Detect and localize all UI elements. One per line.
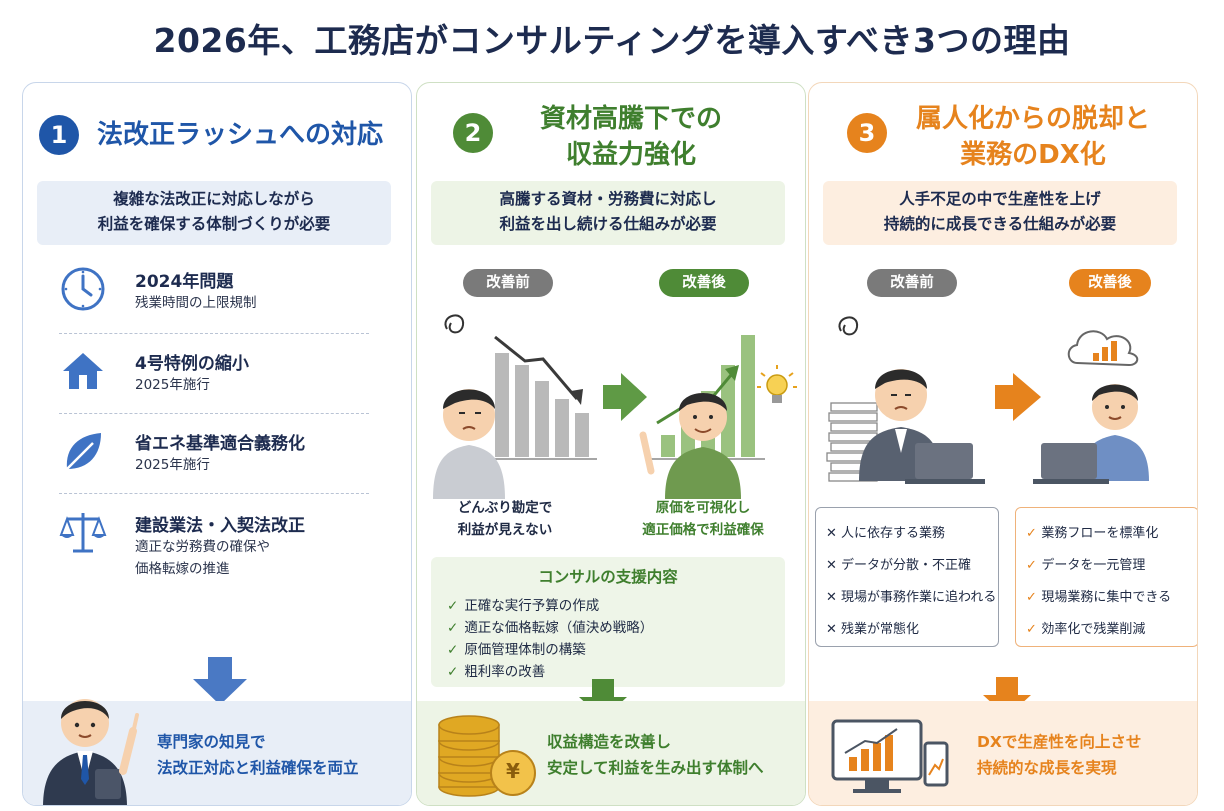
down-arrow-icon — [983, 677, 1031, 717]
list-item: ✕ 残業が常態化 — [826, 622, 920, 637]
before-after-illustration — [433, 314, 797, 499]
leaf-icon — [66, 433, 101, 470]
conclusion-text: DXで生産性を向上させ 持続的な成長を実現 — [977, 733, 1142, 777]
panel-conclusion: DXで生産性を向上させ 持続的な成長を実現 — [809, 701, 1197, 805]
after-list: ✓ 業務フローを標準化 ✓ データを一元管理 ✓ 現場業務に集中できる ✓ 効率… — [1015, 507, 1197, 647]
issue-title: 省エネ基準適合義務化 — [135, 434, 305, 454]
divider — [59, 413, 369, 414]
panel-header: 1 法改正ラッシュへの対応 — [23, 83, 411, 175]
focused-worker — [1033, 384, 1149, 484]
list-item: ✕ データが分散・不正確 — [826, 558, 972, 573]
list-item: ✓原価管理体制の構築 — [447, 642, 586, 658]
lightbulb-icon — [757, 365, 797, 403]
summary-box: 複雑な法改正に対応しながら 利益を確保する体制づくりが必要 — [37, 181, 391, 245]
support-list: ✓正確な実行予算の作成 ✓適正な価格転嫁（値決め戦略） ✓原価管理体制の構築 ✓… — [447, 595, 653, 683]
cross-icon: ✕ — [826, 622, 842, 637]
panel-dx: 3 属人化からの脱却と 業務のDX化 人手不足の中で生産性を上げ 持続的に成長で… — [808, 82, 1198, 806]
number-badge: 2 — [453, 113, 493, 153]
right-arrow-icon — [603, 373, 647, 421]
issue-title: 4号特例の縮小 — [135, 354, 249, 374]
check-icon: ✓ — [1026, 526, 1042, 541]
panel-header: 3 属人化からの脱却と 業務のDX化 — [809, 83, 1197, 175]
before-caption: どんぶり勘定で 利益が見えない — [457, 500, 553, 538]
after-label: 改善後 — [1069, 269, 1151, 297]
number-badge: 3 — [847, 113, 887, 153]
list-item: ✓ 業務フローを標準化 — [1026, 526, 1159, 541]
down-arrow-icon — [193, 657, 247, 705]
issue-item: 4号特例の縮小 2025年施行 — [59, 341, 369, 419]
declining-chart — [483, 335, 597, 460]
panel-title: 資材高騰下での 収益力強化 — [539, 104, 722, 170]
panel-title: 属人化からの脱却と 業務のDX化 — [915, 104, 1150, 170]
list-item: ✕ 現場が事務作業に追われる — [826, 590, 997, 605]
panel-conclusion: ¥ 収益構造を改善し 安定して利益を生み出す体制へ — [417, 701, 805, 805]
list-item: ✓適正な価格転嫁（値決め戦略） — [447, 620, 654, 636]
check-icon: ✓ — [447, 598, 459, 614]
before-after-illustration — [826, 316, 1149, 484]
list-item: ✓ データを一元管理 — [1026, 558, 1146, 573]
check-icon: ✓ — [1026, 622, 1042, 637]
issue-item: 建設業法・入契法改正 適正な労務費の確保や 価格転嫁の推進 — [59, 503, 369, 593]
list-item: ✓ 現場業務に集中できる — [1026, 590, 1172, 605]
issue-title: 建設業法・入契法改正 — [135, 516, 305, 536]
panel-title: 法改正ラッシュへの対応 — [97, 120, 384, 150]
divider — [59, 493, 369, 494]
issue-desc: 2025年施行 — [135, 377, 210, 393]
check-icon: ✓ — [447, 620, 459, 636]
conclusion-text: 専門家の知見で 法改正対応と利益確保を両立 — [157, 733, 359, 777]
before-label: 改善前 — [463, 269, 553, 297]
issue-title: 2024年問題 — [135, 272, 234, 292]
issue-item: 2024年問題 残業時間の上限規制 — [59, 259, 369, 337]
after-label: 改善後 — [659, 269, 749, 297]
summary-box: 人手不足の中で生産性を上げ 持続的に成長できる仕組みが必要 — [823, 181, 1177, 245]
consultant-illustration — [43, 699, 139, 805]
after-caption: 原価を可視化し 適正価格で利益確保 — [642, 500, 764, 538]
busy-worker — [838, 316, 985, 484]
house-icon — [63, 353, 103, 389]
issue-desc: 2025年施行 — [135, 457, 210, 473]
list-item: ✕ 人に依存する業務 — [826, 526, 946, 541]
issue-desc: 適正な労務費の確保や 価格転嫁の推進 — [135, 539, 270, 577]
panel-profitability: 2 資材高騰下での 収益力強化 高騰する資材・労務費に対応し 利益を出し続ける仕… — [416, 82, 806, 806]
confident-worker — [639, 393, 741, 499]
cross-icon: ✕ — [826, 590, 842, 605]
check-icon: ✓ — [1026, 558, 1042, 573]
monitor-chart-icon — [831, 719, 949, 793]
divider — [59, 333, 369, 334]
clock-icon — [61, 267, 105, 311]
issue-item: 省エネ基準適合義務化 2025年施行 — [59, 421, 369, 499]
list-item: ✓正確な実行予算の作成 — [447, 598, 600, 614]
cross-icon: ✕ — [826, 526, 842, 541]
coins-icon — [438, 715, 536, 797]
support-title: コンサルの支援内容 — [538, 568, 678, 586]
worried-worker — [433, 314, 505, 499]
cloud-icon — [1067, 330, 1139, 367]
down-arrow-icon — [579, 679, 627, 719]
list-item: ✓ 効率化で残業削減 — [1026, 622, 1146, 637]
before-list: ✕ 人に依存する業務 ✕ データが分散・不正確 ✕ 現場が事務作業に追われる ✕… — [815, 507, 999, 647]
panel-header: 2 資材高騰下での 収益力強化 — [417, 83, 805, 175]
check-icon: ✓ — [447, 642, 459, 658]
panel-conclusion: 専門家の知見で 法改正対応と利益確保を両立 — [23, 699, 411, 805]
yen-symbol: ¥ — [506, 759, 520, 783]
before-label: 改善前 — [867, 269, 957, 297]
page-title: 2026年、工務店がコンサルティングを導入すべき3つの理由 — [153, 21, 1071, 60]
right-arrow-icon — [995, 373, 1041, 421]
cross-icon: ✕ — [826, 558, 842, 573]
panel-legal-reform: 1 法改正ラッシュへの対応 複雑な法改正に対応しながら 利益を確保する体制づくり… — [22, 82, 412, 806]
check-icon: ✓ — [1026, 590, 1042, 605]
issue-desc: 残業時間の上限規制 — [135, 295, 257, 311]
list-item: ✓粗利率の改善 — [447, 664, 546, 680]
support-box: コンサルの支援内容 ✓正確な実行予算の作成 ✓適正な価格転嫁（値決め戦略） ✓原… — [431, 557, 785, 687]
scales-icon — [59, 513, 107, 553]
conclusion-text: 収益構造を改善し 安定して利益を生み出す体制へ — [547, 733, 764, 777]
check-icon: ✓ — [447, 664, 459, 680]
number-badge: 1 — [39, 115, 79, 155]
summary-box: 高騰する資材・労務費に対応し 利益を出し続ける仕組みが必要 — [431, 181, 785, 245]
